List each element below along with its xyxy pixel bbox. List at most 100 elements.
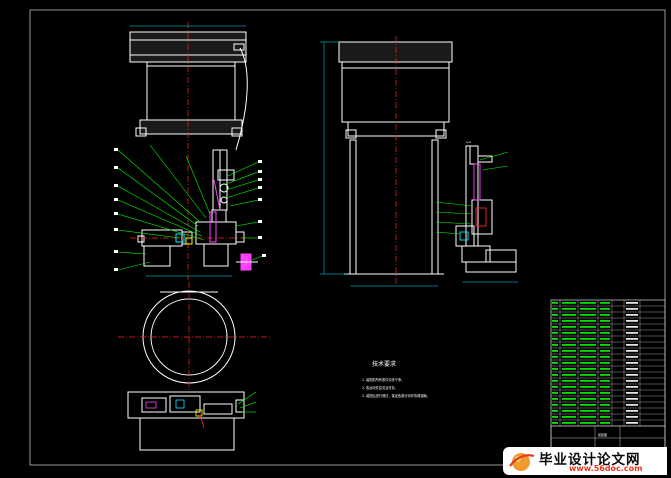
parts-list-cell-mark (600, 386, 610, 388)
parts-list-cell-mark (600, 410, 610, 412)
drawing-border (29, 9, 666, 466)
parts-list-cell-mark (580, 302, 596, 304)
parts-list-cell-mark (580, 410, 596, 412)
parts-list-cell-mark (600, 380, 610, 382)
parts-list-cell-mark (600, 422, 610, 424)
side-view-dimensions (320, 41, 438, 287)
parts-list-cell-mark (580, 380, 596, 382)
front-view-balloons (114, 148, 266, 271)
parts-list-cell-mark (600, 374, 610, 376)
base-plan-leaders (237, 391, 257, 413)
notes-title: 技术要求 (372, 360, 396, 368)
parts-list-cell-mark (600, 314, 610, 316)
globe-swoosh-icon (509, 453, 535, 471)
parts-list-cell-mark (552, 326, 558, 328)
parts-list-cell-mark (552, 332, 558, 334)
parts-list-cell-mark (600, 392, 610, 394)
parts-list-cell-mark (626, 380, 638, 382)
parts-list-cell-mark (562, 392, 576, 394)
parts-list-cell-mark (552, 386, 558, 388)
parts-list-cell-mark (580, 356, 596, 358)
parts-list-cell-mark (626, 314, 638, 316)
side-view (338, 41, 453, 275)
section-label: A-A (466, 140, 472, 144)
parts-list-cell-mark (562, 326, 576, 328)
parts-list-cell-mark (552, 362, 558, 364)
parts-list-cell-mark (600, 332, 610, 334)
parts-list-cell-mark (580, 392, 596, 394)
parts-list-cell-mark (600, 308, 610, 310)
parts-list-cell-mark (626, 374, 638, 376)
parts-list-cell-mark (600, 302, 610, 304)
parts-list-cell-mark (600, 368, 610, 370)
parts-list-cell-mark (580, 422, 596, 424)
parts-list-cell-mark (626, 362, 638, 364)
parts-list-cell-mark (552, 344, 558, 346)
notes-line-3: 3. 装配后进行调试，保证各部分动作协调准确。 (362, 393, 430, 398)
front-view-detail-parts (175, 179, 221, 245)
parts-list-cell-mark (580, 416, 596, 418)
parts-list-cell-mark (600, 320, 610, 322)
parts-list-cell-mark (580, 326, 596, 328)
parts-list-cell-mark (626, 326, 638, 328)
watermark-title: 毕业设计论文网 (539, 452, 641, 468)
parts-list-cell-mark (626, 422, 638, 424)
parts-list-cell-mark (562, 314, 576, 316)
title-block-label: 装配图 (598, 432, 607, 437)
gripper-detail-view (455, 145, 517, 273)
parts-list-cell-mark (552, 374, 558, 376)
front-view-dimensions (130, 25, 246, 277)
parts-list-cell-mark (562, 398, 576, 400)
parts-list-cell-mark (580, 314, 596, 316)
parts-list-cell-mark (580, 350, 596, 352)
parts-list-cell-mark (552, 398, 558, 400)
parts-list-cell-mark (580, 386, 596, 388)
base-plan-view (127, 391, 245, 451)
parts-list-cell-mark (580, 368, 596, 370)
parts-list-cell-mark (562, 332, 576, 334)
notes-line-2: 2. 各运动件应灵活可靠。 (362, 385, 398, 390)
parts-list-cell-mark (552, 320, 558, 322)
parts-list-cell-mark (552, 404, 558, 406)
parts-list-cell-mark (562, 422, 576, 424)
parts-list-table (550, 299, 666, 451)
parts-list-cell-mark (600, 344, 610, 346)
parts-list-cell-mark (626, 344, 638, 346)
parts-list-cell-mark (600, 362, 610, 364)
parts-list-cell-mark (580, 308, 596, 310)
parts-list-cell-mark (562, 356, 576, 358)
gripper-detail-colored (459, 163, 487, 241)
parts-list-cell-mark (562, 362, 576, 364)
parts-list-cell-mark (626, 416, 638, 418)
parts-list-cell-mark (562, 338, 576, 340)
parts-list-cell-mark (626, 410, 638, 412)
parts-list-cell-mark (626, 392, 638, 394)
parts-list-cell-mark (562, 344, 576, 346)
parts-list-cell-mark (600, 350, 610, 352)
parts-list-cell-mark (562, 374, 576, 376)
parts-list-cell-mark (552, 302, 558, 304)
parts-list-cell-mark (600, 404, 610, 406)
parts-list-cell-mark (552, 308, 558, 310)
parts-list-cell-mark (580, 344, 596, 346)
parts-list-cell-mark (626, 338, 638, 340)
watermark-url: www.56doc.com (569, 464, 643, 473)
parts-list-cell-mark (552, 380, 558, 382)
watermark-badge: 毕业设计论文网 www.56doc.com (503, 447, 667, 475)
section-circle-centerlines (118, 282, 270, 392)
base-plan-colored-parts (145, 399, 205, 429)
parts-list-cell-mark (626, 368, 638, 370)
parts-list-cell-mark (600, 326, 610, 328)
parts-list-cell-mark (626, 302, 638, 304)
parts-list-cell-mark (552, 356, 558, 358)
parts-list-cell-mark (552, 416, 558, 418)
parts-list-cell-mark (626, 356, 638, 358)
parts-list-cell-mark (552, 392, 558, 394)
parts-list-cell-mark (552, 368, 558, 370)
parts-list-cell-mark (562, 320, 576, 322)
parts-list-cell-mark (562, 380, 576, 382)
parts-list-cell-mark (626, 386, 638, 388)
parts-list-cell-mark (580, 320, 596, 322)
parts-list-cell-mark (552, 422, 558, 424)
